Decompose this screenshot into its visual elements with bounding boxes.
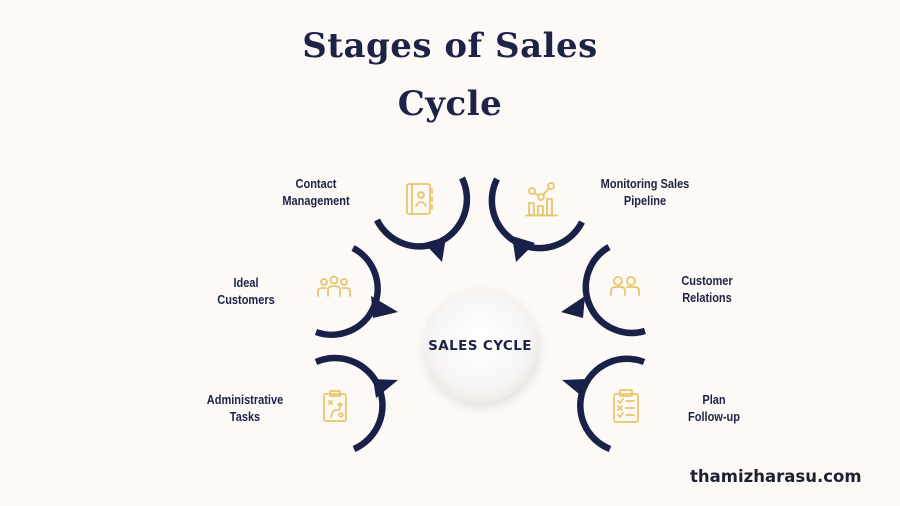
stage-label-line2: Pipeline (623, 194, 667, 208)
arc-contact-management (374, 176, 471, 250)
stage-label-line1: Ideal (233, 276, 259, 290)
stage-label-line2: Relations (682, 291, 732, 305)
center-label: SALES CYCLE (428, 338, 532, 354)
group-people-icon (317, 275, 351, 297)
stage-plan-followup: Plan Follow-up (670, 392, 758, 426)
stage-administrative-tasks: Administrative Tasks (197, 392, 294, 426)
stage-label-line1: Contact (295, 177, 337, 191)
stage-customer-relations: Customer Relations (663, 273, 751, 307)
stage-label-line2: Tasks (229, 410, 261, 424)
pointer-customer-relations (561, 296, 585, 318)
stage-contact-management: Contact Management (272, 176, 360, 210)
pointer-plan-followup (562, 379, 587, 398)
chart-analytics-icon (525, 182, 558, 217)
stage-ideal-customers: Ideal Customers (202, 275, 290, 309)
stage-label-line1: Monitoring Sales (600, 177, 690, 191)
pointer-administrative-tasks (373, 379, 398, 398)
pointer-monitoring-pipeline (512, 236, 535, 262)
strategy-clipboard-icon (323, 390, 347, 422)
arc-administrative-tasks (314, 354, 386, 452)
pointer-contact-management (424, 237, 446, 262)
stage-label-line1: Administrative (206, 393, 284, 407)
arc-plan-followup (577, 355, 646, 453)
arc-customer-relations (582, 244, 646, 337)
page-title-line2: Cycle (397, 84, 503, 124)
pointer-ideal-customers (371, 296, 398, 318)
footer-site-link[interactable]: thamizharasu.com (690, 467, 862, 486)
stage-label-line1: Customer (681, 274, 733, 288)
stage-monitoring-pipeline: Monitoring Sales Pipeline (592, 176, 698, 210)
arc-ideal-customers (314, 245, 381, 338)
arc-monitoring-pipeline (488, 177, 585, 252)
checklist-clipboard-icon (613, 389, 639, 423)
stage-label-line2: Customers (217, 293, 275, 307)
stage-label-line1: Plan (702, 393, 726, 407)
center-circle (423, 289, 537, 403)
stage-label-line2: Follow-up (688, 410, 740, 424)
address-book-icon (406, 183, 433, 215)
two-people-icon (610, 276, 640, 296)
stage-label-line2: Management (282, 194, 350, 208)
page-title-line1: Stages of Sales (302, 26, 598, 66)
